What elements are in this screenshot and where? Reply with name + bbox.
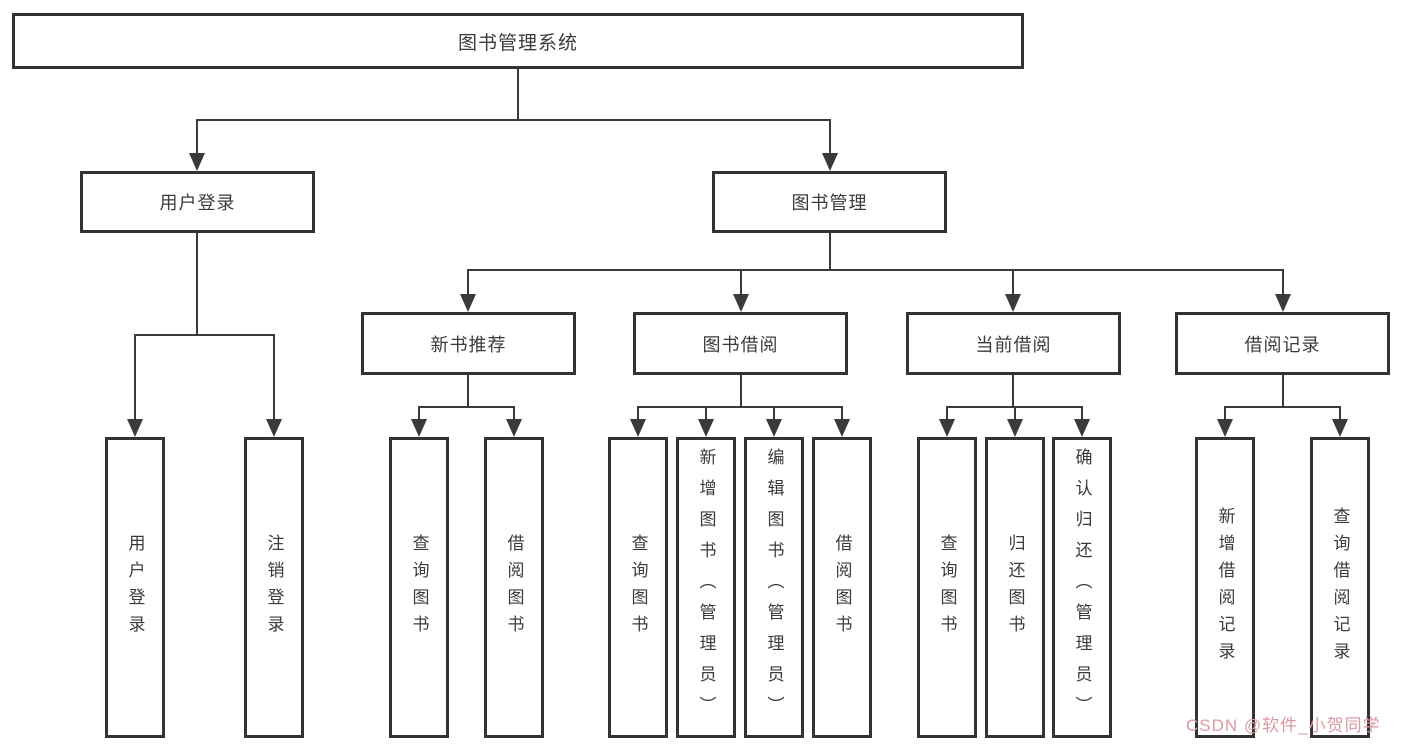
connector-drop-bb-query — [637, 406, 639, 422]
connector-drop-user-login — [196, 119, 198, 155]
arrowhead-cb-confirm — [1074, 419, 1090, 437]
arrowhead-nb-query — [411, 419, 427, 437]
arrowhead-cb-query — [939, 419, 955, 437]
arrowhead-leaf-logout — [266, 419, 282, 437]
connector-drop-borrow-record — [1282, 269, 1284, 296]
connector-borrow-record-stem — [1282, 375, 1284, 408]
leaf-borrow-borrow-books: 借阅图书 — [812, 437, 872, 738]
node-borrow-record-label: 借阅记录 — [1244, 334, 1321, 355]
node-borrow-record: 借阅记录 — [1175, 312, 1390, 375]
connector-new-book-stem — [467, 375, 469, 408]
node-current-borrow-label: 当前借阅 — [975, 334, 1052, 355]
connector-book-borrow-bar — [637, 406, 843, 408]
connector-drop-current-borrow — [1012, 269, 1014, 296]
connector-borrow-record-bar — [1224, 406, 1341, 408]
node-book-borrow-label: 图书借阅 — [702, 334, 779, 355]
leaf-record-add-borrow-record: 新增借阅记录 — [1195, 437, 1255, 738]
node-root: 图书管理系统 — [12, 13, 1024, 69]
leaf-newbook-query-books: 查询图书 — [389, 437, 449, 738]
connector-user-login-bar — [134, 334, 275, 336]
leaf-current-query-books: 查询图书 — [917, 437, 977, 738]
node-new-book-recommend: 新书推荐 — [361, 312, 576, 375]
leaf-user-login-label: 用户登录 — [125, 533, 145, 642]
leaf-borrow-edit-books-admin: 编辑图书（管理员） — [744, 437, 804, 738]
connector-new-book-bar — [418, 406, 515, 408]
connector-user-login-stem — [196, 233, 198, 336]
connector-drop-leaf-user-login — [134, 334, 136, 422]
connector-drop-cb-query — [946, 406, 948, 422]
arrowhead-bb-add — [698, 419, 714, 437]
connector-drop-nb-query — [418, 406, 420, 422]
connector-drop-leaf-logout — [273, 334, 275, 422]
leaf-user-login: 用户登录 — [105, 437, 165, 738]
connector-drop-book-borrow — [740, 269, 742, 296]
connector-book-borrow-stem — [740, 375, 742, 408]
leaf-current-query-books-label: 查询图书 — [937, 533, 957, 642]
connector-level1-bar — [196, 119, 831, 121]
arrowhead-br-add — [1217, 419, 1233, 437]
node-user-login: 用户登录 — [80, 171, 315, 233]
arrowhead-new-book-recommend — [460, 294, 476, 312]
connector-drop-cb-confirm — [1081, 406, 1083, 422]
node-user-login-label: 用户登录 — [159, 193, 236, 213]
node-new-book-recommend-label: 新书推荐 — [430, 334, 507, 355]
connector-drop-bb-edit — [773, 406, 775, 422]
node-book-management-label: 图书管理 — [791, 193, 868, 213]
connector-drop-br-add — [1224, 406, 1226, 422]
leaf-borrow-add-books-admin: 新增图书（管理员） — [676, 437, 736, 738]
node-book-borrow: 图书借阅 — [633, 312, 848, 375]
connector-drop-nb-borrow — [513, 406, 515, 422]
leaf-borrow-query-books: 查询图书 — [608, 437, 668, 738]
arrowhead-bb-query — [630, 419, 646, 437]
arrowhead-nb-borrow — [506, 419, 522, 437]
leaf-current-confirm-return-admin-label: 确认归还（管理员） — [1072, 448, 1092, 727]
connector-drop-bb-borrow — [841, 406, 843, 422]
leaf-borrow-edit-books-admin-label: 编辑图书（管理员） — [764, 448, 784, 727]
leaf-borrow-add-books-admin-label: 新增图书（管理员） — [696, 448, 716, 727]
leaf-current-return-books: 归还图书 — [985, 437, 1045, 738]
arrowhead-book-borrow — [733, 294, 749, 312]
connector-drop-book-management — [829, 119, 831, 155]
arrowhead-bb-borrow — [834, 419, 850, 437]
connector-drop-bb-add — [705, 406, 707, 422]
arrowhead-borrow-record — [1275, 294, 1291, 312]
arrowhead-cb-return — [1007, 419, 1023, 437]
leaf-record-query-borrow-record: 查询借阅记录 — [1310, 437, 1370, 738]
node-book-management: 图书管理 — [712, 171, 947, 233]
connector-drop-cb-return — [1014, 406, 1016, 422]
leaf-borrow-query-books-label: 查询图书 — [628, 533, 648, 642]
leaf-newbook-query-books-label: 查询图书 — [409, 533, 429, 642]
leaf-logout: 注销登录 — [244, 437, 304, 738]
connector-drop-new-book-recommend — [467, 269, 469, 296]
arrowhead-user-login — [189, 153, 205, 171]
leaf-newbook-borrow-books-label: 借阅图书 — [504, 533, 524, 642]
arrowhead-current-borrow — [1005, 294, 1021, 312]
node-current-borrow: 当前借阅 — [906, 312, 1121, 375]
leaf-record-add-borrow-record-label: 新增借阅记录 — [1215, 506, 1235, 669]
leaf-current-confirm-return-admin: 确认归还（管理员） — [1052, 437, 1112, 738]
leaf-newbook-borrow-books: 借阅图书 — [484, 437, 544, 738]
leaf-record-query-borrow-record-label: 查询借阅记录 — [1330, 506, 1350, 669]
arrowhead-bb-edit — [766, 419, 782, 437]
arrowhead-leaf-user-login — [127, 419, 143, 437]
leaf-logout-label: 注销登录 — [264, 533, 284, 642]
connector-book-management-stem — [829, 233, 831, 271]
leaf-borrow-borrow-books-label: 借阅图书 — [832, 533, 852, 642]
connector-current-borrow-stem — [1012, 375, 1014, 408]
arrowhead-book-management — [822, 153, 838, 171]
connector-drop-br-query — [1339, 406, 1341, 422]
leaf-current-return-books-label: 归还图书 — [1005, 533, 1025, 642]
connector-root-stem — [517, 68, 519, 121]
node-root-label: 图书管理系统 — [457, 32, 578, 54]
csdn-watermark: CSDN @软件_小贺同学 — [1186, 716, 1381, 735]
arrowhead-br-query — [1332, 419, 1348, 437]
connector-level2-bar — [467, 269, 1284, 271]
